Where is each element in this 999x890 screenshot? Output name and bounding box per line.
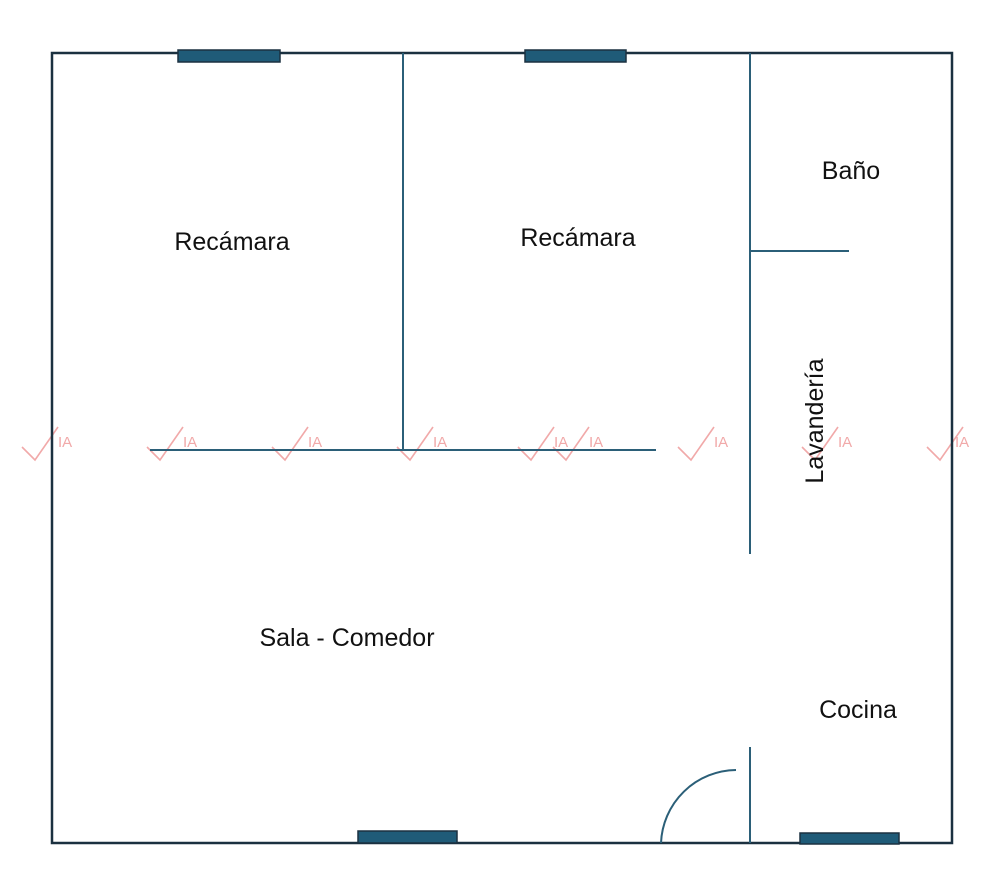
window-bedroom-2: [524, 49, 627, 63]
watermark-7: IA: [677, 426, 728, 462]
room-label-bedroom-1: Recámara: [174, 228, 289, 256]
watermark-2: IA: [146, 426, 197, 462]
watermark-5: IA: [517, 426, 568, 462]
entry-door-swing: [660, 769, 737, 844]
window-kitchen: [799, 832, 900, 845]
watermark-text: IA: [183, 434, 197, 451]
watermark-6: IA: [552, 426, 603, 462]
watermark-text: IA: [308, 434, 322, 451]
watermark-text: IA: [838, 434, 852, 451]
watermark-text: IA: [554, 434, 568, 451]
room-label-living-dining: Sala - Comedor: [259, 624, 434, 652]
watermark-text: IA: [433, 434, 447, 451]
window-living: [357, 830, 458, 844]
watermark-8: IA: [801, 426, 852, 462]
watermark-9: IA: [926, 426, 969, 462]
watermark-text: IA: [58, 434, 72, 451]
watermark-1: IA: [21, 426, 72, 462]
watermark-text: IA: [955, 434, 969, 451]
room-label-bathroom: Baño: [822, 157, 880, 185]
room-label-kitchen: Cocina: [819, 696, 897, 724]
watermark-text: IA: [714, 434, 728, 451]
window-bedroom-1: [177, 49, 281, 63]
outer-wall: [50, 51, 954, 845]
watermark-layer: IA IA IA IA IA IA IA IA IA: [21, 426, 969, 462]
watermark-text: IA: [589, 434, 603, 451]
room-label-bedroom-2: Recámara: [520, 224, 635, 252]
room-label-laundry: Lavandería: [801, 358, 829, 483]
watermark-4: IA: [396, 426, 447, 462]
watermark-3: IA: [271, 426, 322, 462]
